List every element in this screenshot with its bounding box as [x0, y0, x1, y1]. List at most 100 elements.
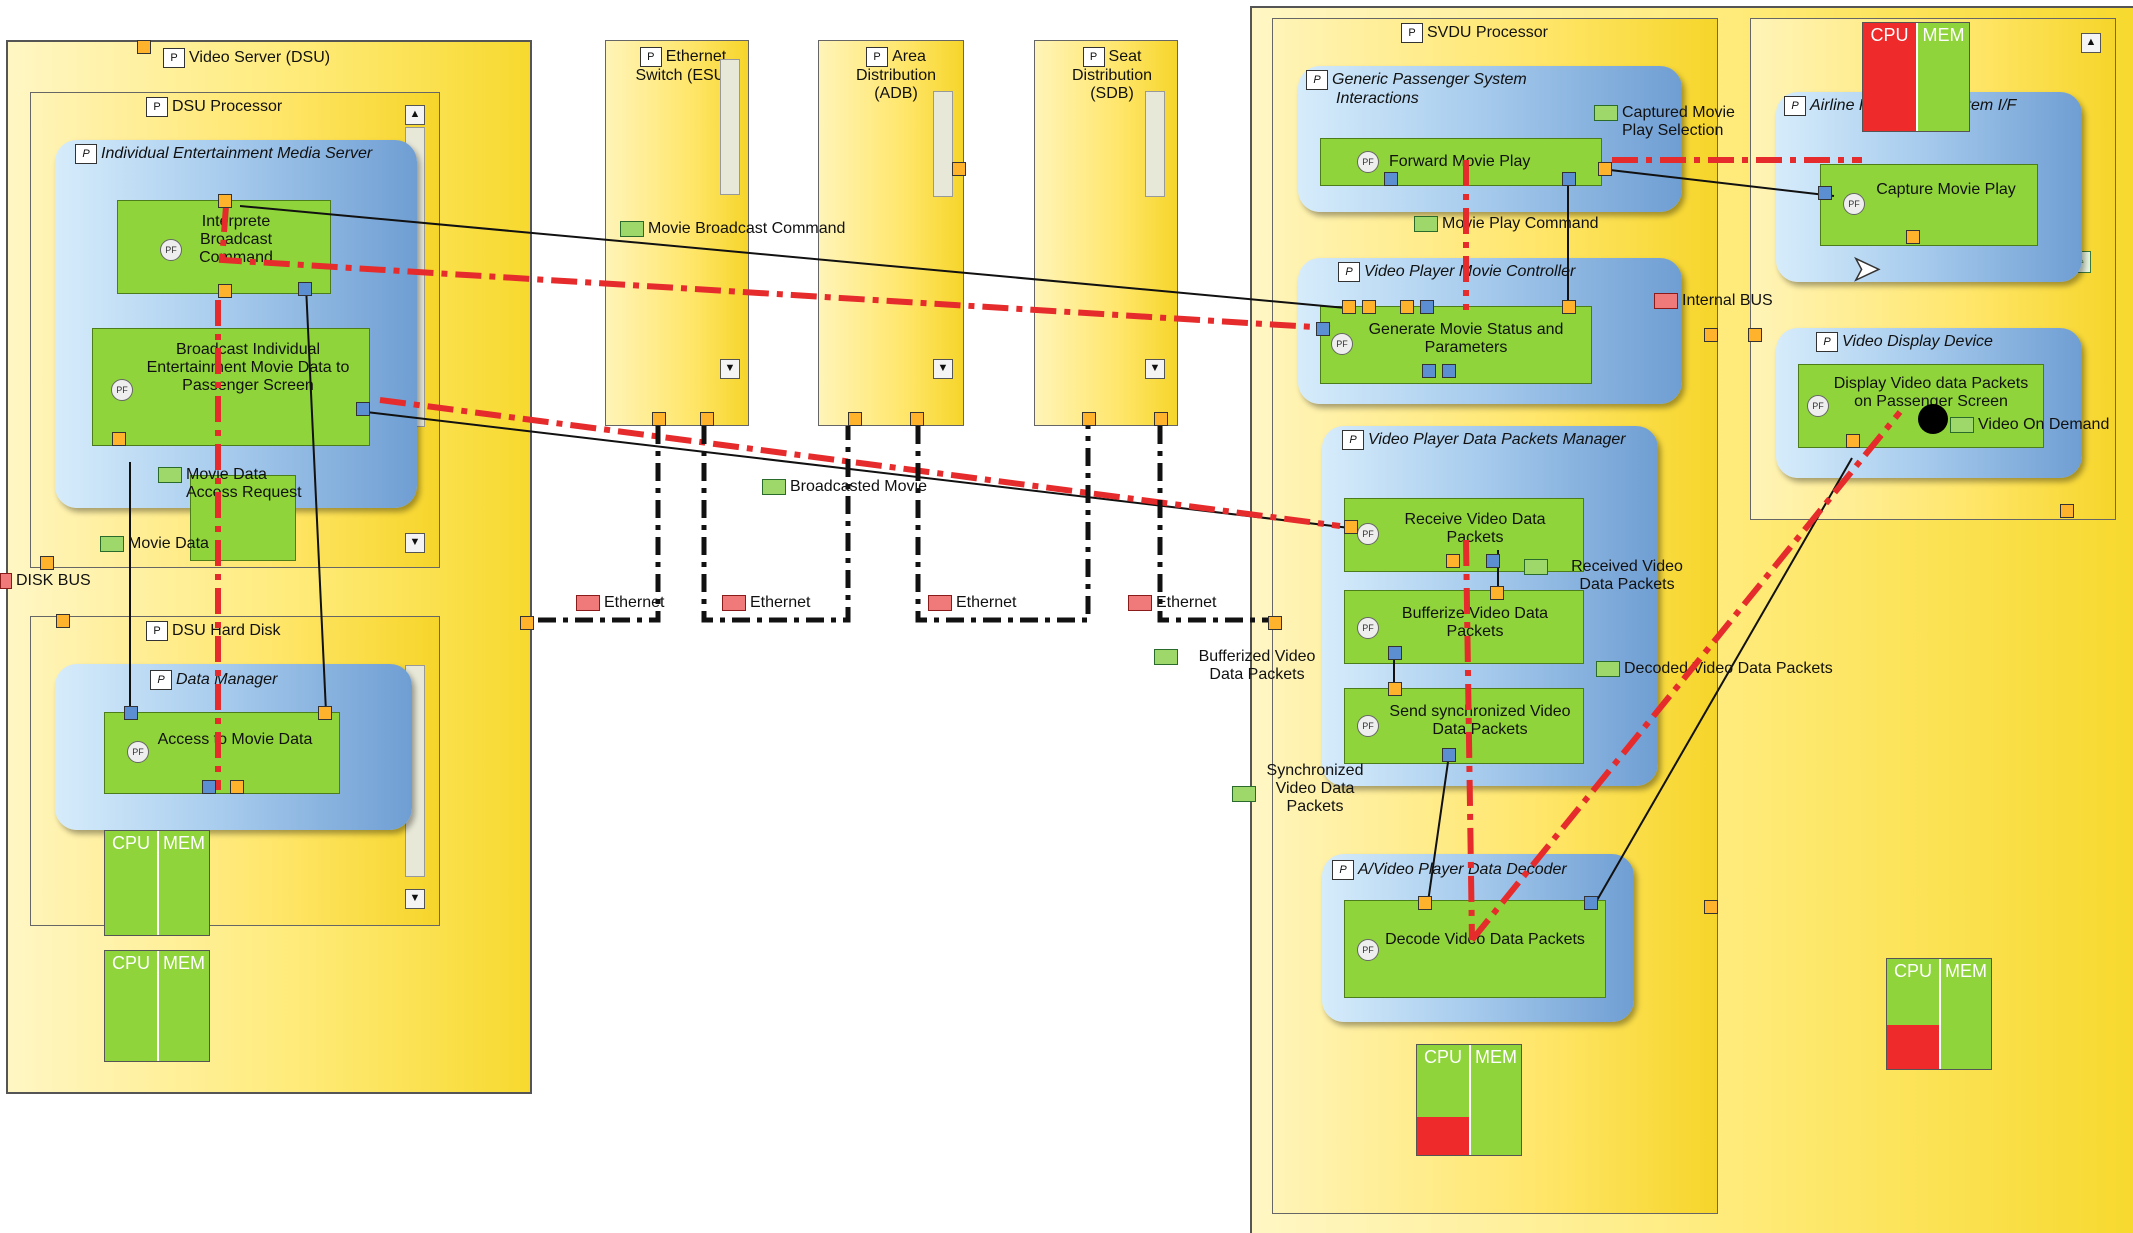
physical-component-icon: P [75, 144, 97, 164]
port[interactable] [652, 412, 666, 426]
port[interactable] [1562, 300, 1576, 314]
port[interactable] [1442, 364, 1456, 378]
port[interactable] [218, 194, 232, 208]
mem-label: MEM [163, 833, 205, 853]
port[interactable] [1446, 554, 1460, 568]
scrollbar[interactable] [933, 91, 953, 197]
port[interactable] [1846, 434, 1860, 448]
port[interactable] [1584, 896, 1598, 910]
port[interactable] [112, 432, 126, 446]
port[interactable] [202, 780, 216, 794]
port[interactable] [1442, 748, 1456, 762]
video-server-title: Video Server (DSU) [189, 49, 331, 67]
port[interactable] [1154, 412, 1168, 426]
selection-dot [1918, 404, 1948, 434]
fn-display-video-data[interactable]: PF Display Video data Packets on Passeng… [1798, 364, 2044, 448]
scroll-up-icon[interactable]: ▲ [2081, 33, 2101, 53]
fn-broadcast-movie-data[interactable]: PF Broadcast Individual Entertainment Mo… [92, 328, 370, 446]
port[interactable] [56, 614, 70, 628]
physical-link-icon [1524, 558, 1548, 575]
physical-component-icon: P [639, 47, 662, 67]
fn-access-movie-data[interactable]: PF Access to Movie Data [104, 712, 340, 794]
physical-link-icon [1154, 648, 1178, 665]
port[interactable] [1418, 896, 1432, 910]
port[interactable] [1268, 616, 1282, 630]
port[interactable] [1704, 328, 1718, 342]
mem-label: MEM [163, 953, 205, 973]
physical-link-icon [1594, 104, 1618, 121]
fn-forward-movie-play[interactable]: PF Forward Movie Play [1320, 138, 1602, 186]
port[interactable] [124, 706, 138, 720]
scroll-up-icon[interactable]: ▲ [405, 105, 425, 125]
scroll-down-icon[interactable]: ▼ [933, 359, 953, 379]
conn-internal-bus: Internal BUS [1654, 292, 1773, 310]
port[interactable] [230, 780, 244, 794]
port[interactable] [910, 412, 924, 426]
port[interactable] [1818, 186, 1832, 200]
port[interactable] [298, 282, 312, 296]
port[interactable] [1342, 300, 1356, 314]
port[interactable] [700, 412, 714, 426]
port[interactable] [1384, 172, 1398, 186]
port[interactable] [1082, 412, 1096, 426]
fn-decode-packets[interactable]: PF Decode Video Data Packets [1344, 900, 1606, 998]
port[interactable] [1486, 554, 1500, 568]
conn-movie-data-access-request: Movie Data Access Request [158, 466, 318, 502]
port[interactable] [1562, 172, 1576, 186]
port[interactable] [1316, 322, 1330, 336]
physical-component-icon: P [866, 47, 889, 67]
movie-access-block [190, 475, 296, 561]
port[interactable] [1490, 586, 1504, 600]
port[interactable] [218, 284, 232, 298]
cpu-label: CPU [1423, 1047, 1462, 1067]
scroll-down-icon[interactable]: ▼ [405, 533, 425, 553]
port[interactable] [848, 412, 862, 426]
port[interactable] [520, 616, 534, 630]
fn-send-synchronized[interactable]: PF Send synchronized Video Data Packets [1344, 688, 1584, 764]
port[interactable] [1422, 364, 1436, 378]
port[interactable] [356, 402, 370, 416]
port[interactable] [318, 706, 332, 720]
physical-component-icon: P [1401, 23, 1423, 43]
fn-capture-movie-play[interactable]: PF Capture Movie Play [1820, 164, 2038, 246]
fn-generate-movie-status[interactable]: PF Generate Movie Status and Parameters [1320, 306, 1592, 384]
resource-gauge: CPU MEM [104, 950, 210, 1062]
scroll-down-icon[interactable]: ▼ [720, 359, 740, 379]
port[interactable] [2060, 504, 2074, 518]
port[interactable] [40, 556, 54, 570]
scrollbar[interactable] [1145, 91, 1165, 197]
physical-link-icon [722, 594, 746, 611]
port[interactable] [1344, 520, 1358, 534]
port[interactable] [1400, 300, 1414, 314]
function-icon: PF [1357, 715, 1379, 737]
port[interactable] [1748, 328, 1762, 342]
physical-component-icon: P [1338, 262, 1360, 282]
cpu-label: CPU [111, 953, 150, 973]
fn-bufferize-packets[interactable]: PF Bufferize Video Data Packets [1344, 590, 1584, 664]
port[interactable] [1388, 646, 1402, 660]
physical-link-icon [1232, 786, 1256, 802]
port[interactable] [1362, 300, 1376, 314]
physical-link-icon [928, 594, 952, 611]
port[interactable] [1598, 162, 1612, 176]
port[interactable] [1388, 682, 1402, 696]
port[interactable] [952, 162, 966, 176]
port[interactable] [1704, 900, 1718, 914]
port[interactable] [137, 40, 151, 54]
scrollbar[interactable] [720, 59, 740, 195]
fn-interprete-broadcast-command[interactable]: PF Interprete Broadcast Command [117, 200, 331, 294]
scroll-down-icon[interactable]: ▼ [405, 889, 425, 909]
port[interactable] [1420, 300, 1434, 314]
scroll-down-icon[interactable]: ▼ [1145, 359, 1165, 379]
physical-component-icon: P [1082, 47, 1105, 67]
conn-captured-movie-play-selection: Captured Movie Play Selection [1594, 104, 1752, 140]
physical-component-icon: P [146, 621, 168, 641]
port[interactable] [1906, 230, 1920, 244]
cpu-bar: CPU [1887, 959, 1939, 1069]
